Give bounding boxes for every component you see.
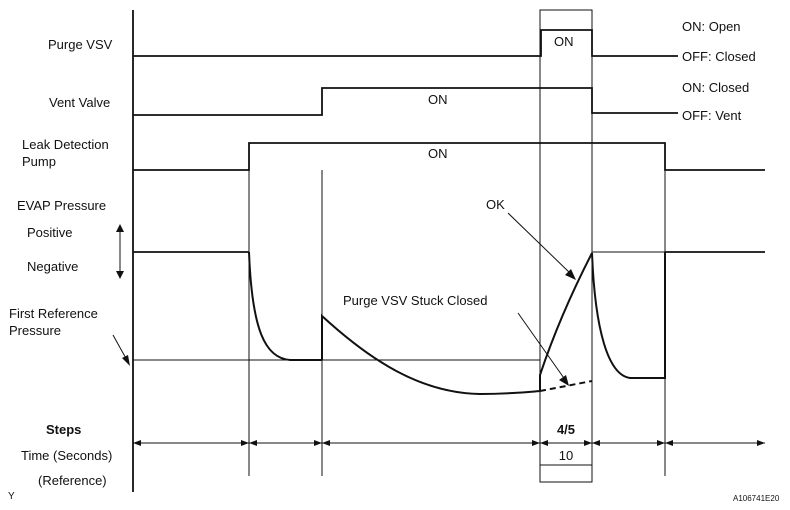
first-ref-leader-head <box>122 355 130 366</box>
step-4-5-label: 4/5 <box>556 422 576 437</box>
label-leak-pump-2: Pump <box>22 154 56 169</box>
purge-vsv-waveform <box>133 29 678 57</box>
legend-purge-closed: OFF: Closed <box>682 49 756 64</box>
ok-leader-head <box>565 269 576 280</box>
ok-leader <box>507 212 573 276</box>
pump-on-label: ON <box>428 146 448 161</box>
purge-on-label: ON <box>554 34 574 49</box>
pressure-curve-stuck <box>539 380 593 392</box>
leak-pump-waveform <box>133 142 765 171</box>
label-first-reference-2: Pressure <box>9 323 62 338</box>
pressure-curve-ok <box>539 252 593 391</box>
time-axis-arrowheads <box>133 440 765 446</box>
label-evap-pressure: EVAP Pressure <box>17 198 107 213</box>
legend-purge-open: ON: Open <box>682 19 741 34</box>
corner-mark: Y <box>8 491 15 502</box>
steps-label: Steps <box>46 422 82 437</box>
label-negative: Negative <box>27 259 79 274</box>
time-value: 10 <box>558 448 574 463</box>
label-vent-valve: Vent Valve <box>49 95 111 110</box>
label-first-reference-1: First Reference <box>9 306 98 321</box>
step-4-5-box <box>539 9 593 483</box>
stuck-leader-head <box>559 375 569 386</box>
vent-valve-waveform <box>133 87 678 116</box>
pressure-curve-step5 <box>591 252 666 379</box>
ok-annotation: OK <box>486 197 505 212</box>
arrow-up-head <box>116 224 124 232</box>
reference-label: (Reference) <box>38 473 107 488</box>
label-purge-vsv: Purge VSV <box>48 37 113 52</box>
label-positive: Positive <box>27 225 73 240</box>
pressure-curve-step1 <box>248 251 322 361</box>
arrow-down-head <box>116 271 124 279</box>
legend-vent-closed: ON: Closed <box>682 80 750 95</box>
stuck-closed-annotation: Purge VSV Stuck Closed <box>343 293 488 308</box>
figure-id: A106741E20 <box>733 494 780 503</box>
label-leak-pump-1: Leak Detection <box>22 137 109 152</box>
stuck-leader <box>517 312 567 382</box>
pressure-curve-step3 <box>321 313 541 396</box>
vent-on-label: ON <box>428 92 448 107</box>
time-label: Time (Seconds) <box>21 448 113 463</box>
legend-vent-vent: OFF: Vent <box>682 108 742 123</box>
